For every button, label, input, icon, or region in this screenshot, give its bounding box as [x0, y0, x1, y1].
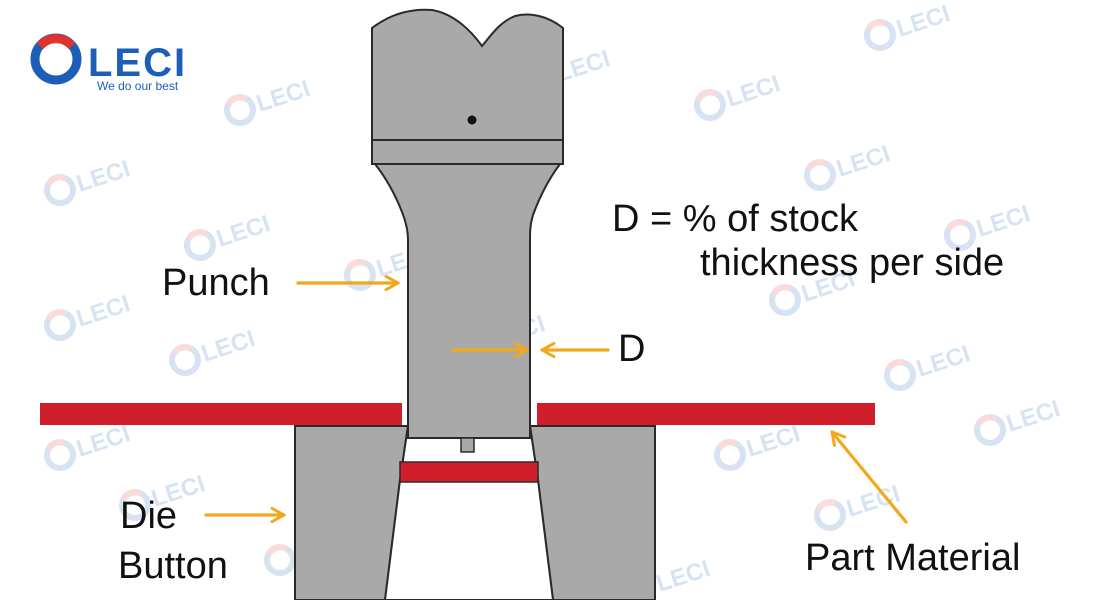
svg-text:LECI: LECI	[973, 200, 1033, 243]
watermark-logo: LECI	[864, 0, 953, 51]
watermark-logo: LECI	[884, 340, 973, 391]
logo-ring-accent	[36, 34, 76, 50]
watermark-logo: LECI	[44, 290, 133, 341]
logo-tagline: We do our best	[97, 79, 179, 93]
svg-text:LECI: LECI	[73, 420, 133, 463]
annotation-arrows	[204, 283, 908, 524]
svg-text:LECI: LECI	[833, 140, 893, 183]
watermark-logo: LECI	[974, 395, 1063, 446]
logo-brand: LECI	[88, 41, 187, 85]
svg-text:LECI: LECI	[743, 420, 803, 463]
die-label-line-1: Die	[120, 495, 178, 537]
formula-line-1: D = % of stock	[612, 198, 859, 240]
die-label-line-2: Button	[118, 545, 228, 587]
watermark-logo: LECI	[224, 75, 313, 126]
punch-label: Punch	[162, 262, 270, 304]
svg-text:LECI: LECI	[893, 0, 953, 43]
svg-text:LECI: LECI	[213, 210, 273, 253]
watermark-logo: LECI	[44, 155, 133, 206]
part-material-label: Part Material	[805, 537, 1021, 579]
svg-text:LECI: LECI	[913, 340, 973, 383]
die-button	[294, 425, 656, 600]
svg-text:LECI: LECI	[198, 325, 258, 368]
svg-text:LECI: LECI	[723, 70, 783, 113]
watermark-logo: LECI	[184, 210, 273, 261]
watermark-logo: LECI	[44, 420, 133, 471]
watermark-logo: LECI	[804, 140, 893, 191]
svg-text:LECI: LECI	[253, 75, 313, 118]
punch-pilot	[460, 437, 475, 453]
punch-head	[371, 8, 564, 141]
punch-dot	[467, 115, 477, 125]
punch-collar	[371, 139, 564, 165]
svg-text:LECI: LECI	[1003, 395, 1063, 438]
svg-text:LECI: LECI	[73, 155, 133, 198]
part-material	[40, 403, 875, 483]
material-left	[40, 403, 402, 425]
watermark-logo: LECI	[814, 480, 903, 531]
punch	[371, 8, 564, 453]
punch-shank	[372, 163, 562, 439]
watermark-logo: LECI	[169, 325, 258, 376]
brand-logo: LECI We do our best	[30, 33, 187, 93]
material-arrow	[830, 430, 908, 524]
material-right	[537, 403, 875, 425]
svg-text:LECI: LECI	[843, 480, 903, 523]
watermark-logo: LECI	[714, 420, 803, 471]
watermark-logo: LECI	[694, 70, 783, 121]
clearance-label: D	[618, 328, 646, 370]
slug	[399, 461, 539, 483]
formula-line-2: thickness per side	[700, 242, 1005, 284]
svg-text:LECI: LECI	[73, 290, 133, 333]
svg-text:LECI: LECI	[653, 555, 713, 598]
